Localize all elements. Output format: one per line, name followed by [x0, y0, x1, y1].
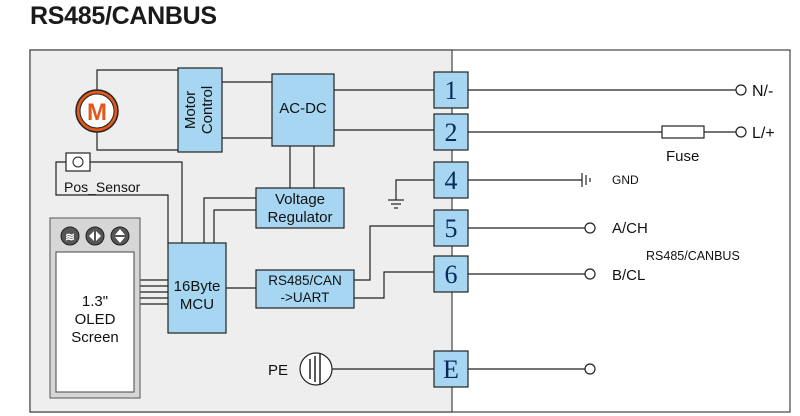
pe-label: PE	[268, 362, 288, 379]
up-down-icon	[110, 226, 130, 246]
uart-label-2: ->UART	[281, 290, 330, 305]
pos-sensor-label: Pos_Sensor	[64, 179, 141, 195]
pe-ground-icon	[299, 352, 333, 386]
oled-label-1: 1.3"	[82, 293, 108, 310]
voltage-regulator-label-2: Regulator	[267, 209, 332, 226]
terminal-l-connector	[735, 126, 747, 138]
terminal-4[interactable]: 4	[433, 161, 469, 199]
terminal-6-id: 6	[445, 260, 458, 289]
uart-block	[255, 269, 355, 309]
external-ground-icon	[581, 173, 591, 187]
oled-button-left-right[interactable]	[85, 226, 105, 246]
motor-wire-bottom	[96, 132, 178, 151]
fuse-icon	[661, 125, 705, 139]
motor-control-label-2: Control	[199, 86, 216, 134]
motor-icon: M	[75, 89, 119, 133]
left-right-icon	[85, 226, 105, 246]
oled-label-3: Screen	[71, 329, 119, 346]
oled-button-up-down[interactable]	[110, 226, 130, 246]
terminal-1-id: 1	[445, 76, 458, 105]
voltage-regulator-label-1: Voltage	[275, 191, 325, 208]
ac-dc-label: AC-DC	[279, 100, 327, 117]
motor-letter: M	[87, 99, 107, 126]
mcu-block	[167, 242, 227, 334]
terminal-2-id: 2	[445, 118, 458, 147]
menu-icon	[60, 226, 80, 246]
terminal-5-label: A/CH	[612, 220, 648, 237]
fuse-label: Fuse	[666, 148, 699, 165]
terminal-4-label: GND	[612, 173, 639, 187]
mcu-label-2: MCU	[180, 296, 214, 313]
bus-label: RS485/CANBUS	[646, 249, 740, 263]
oled-button-menu[interactable]: ≋	[60, 226, 80, 246]
oled-label-2: OLED	[75, 311, 116, 328]
terminal-n-connector	[735, 84, 747, 96]
svg-text:≋: ≋	[65, 230, 75, 244]
terminal-4-id: 4	[445, 166, 458, 195]
terminal-2-label: L/+	[752, 125, 775, 142]
terminal-5-id: 5	[445, 214, 458, 243]
terminal-e-connector	[584, 363, 596, 375]
pos-sensor-icon	[65, 152, 91, 172]
internal-ground-icon	[388, 199, 404, 209]
terminal-6-label: B/CL	[612, 267, 645, 284]
voltage-regulator-block	[255, 187, 345, 229]
terminal-5[interactable]: 5	[433, 209, 469, 247]
motor-control-block	[177, 67, 223, 153]
terminal-6[interactable]: 6	[433, 255, 469, 293]
motor-wire-top	[96, 69, 178, 90]
ac-dc-block	[271, 73, 335, 147]
terminal-e[interactable]: E	[433, 350, 469, 388]
uart-label-1: RS485/CAN	[268, 273, 342, 288]
mcu-label-1: 16Byte	[174, 278, 221, 295]
terminal-1[interactable]: 1	[433, 71, 469, 109]
terminal-1-label: N/-	[752, 83, 773, 100]
terminal-a-connector	[584, 222, 596, 234]
terminal-b-connector	[584, 268, 596, 280]
oled-screen	[55, 251, 135, 393]
diagram-title: RS485/CANBUS	[30, 2, 217, 30]
terminal-2[interactable]: 2	[433, 113, 469, 151]
terminal-e-id: E	[443, 355, 459, 384]
motor-control-label-1: Motor	[182, 91, 199, 129]
